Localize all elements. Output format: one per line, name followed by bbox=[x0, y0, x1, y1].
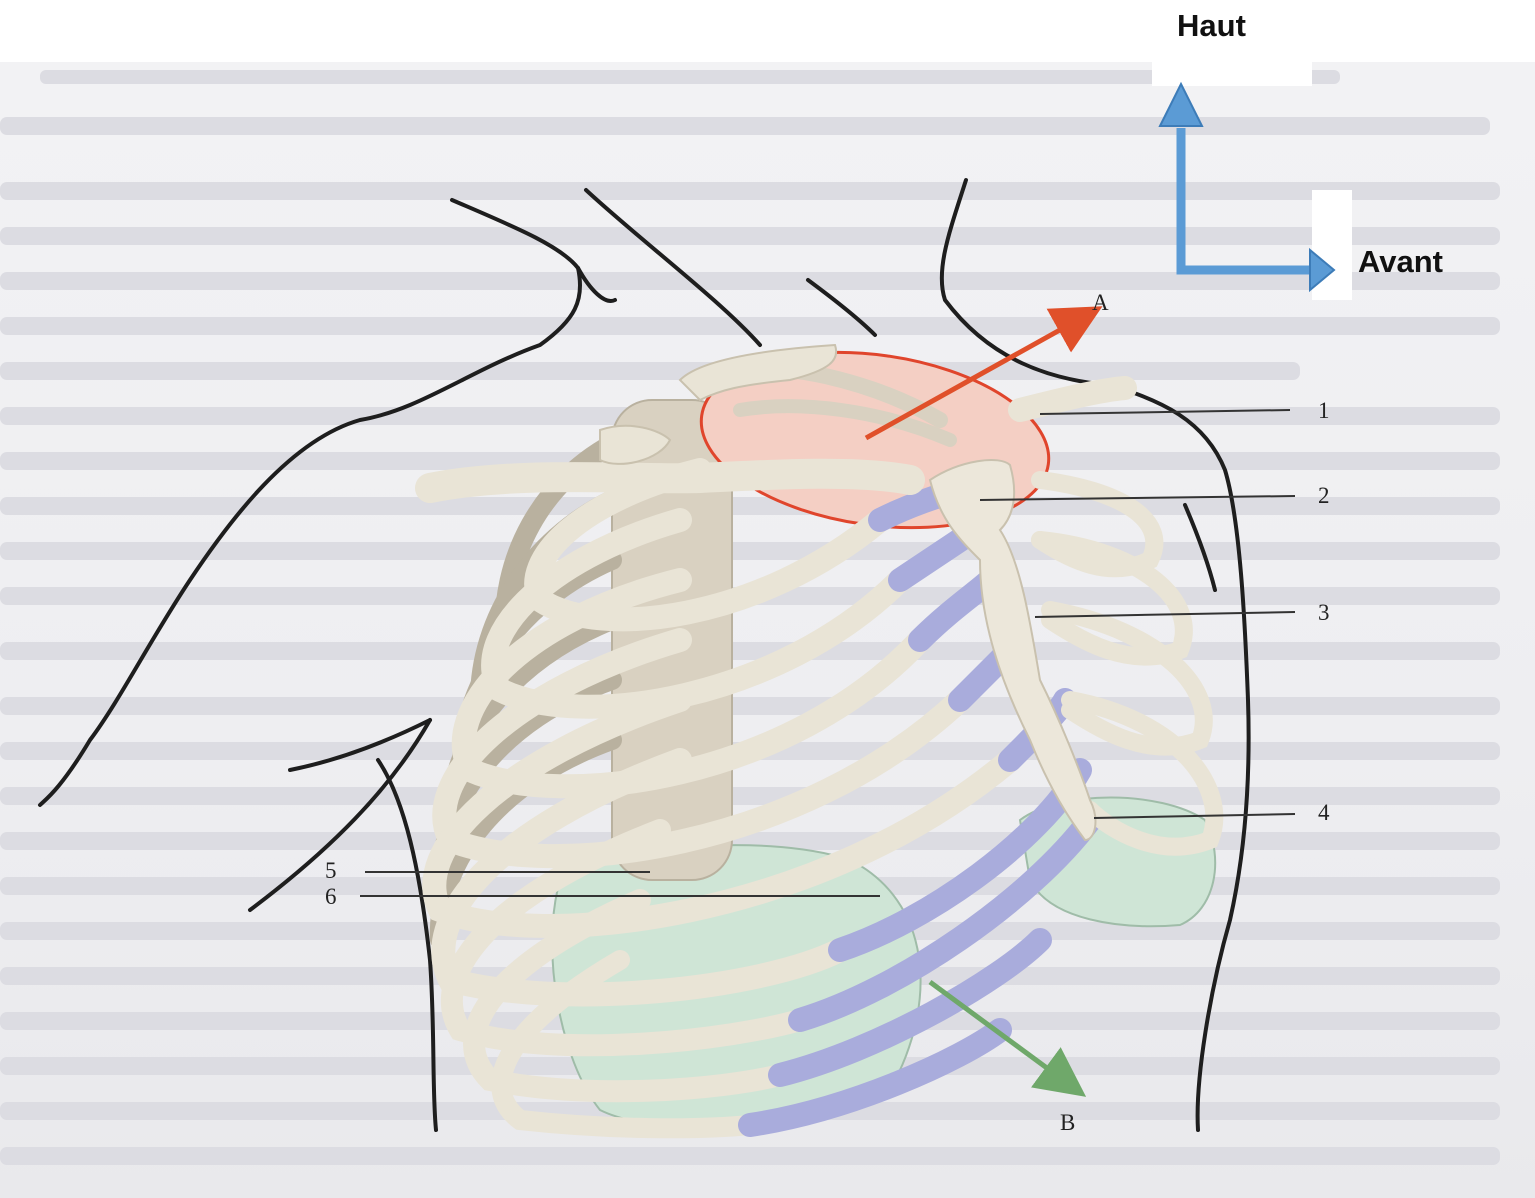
up-arrow-head bbox=[1160, 84, 1202, 126]
forward-direction-label: Avant bbox=[1358, 244, 1443, 280]
callout-5: 5 bbox=[325, 858, 337, 883]
arrow-a-label: A bbox=[1092, 290, 1109, 315]
up-direction-label: Haut bbox=[1177, 8, 1246, 44]
callout-2: 2 bbox=[1318, 483, 1330, 508]
sternum bbox=[930, 460, 1095, 840]
callout-1: 1 bbox=[1318, 398, 1330, 423]
orientation-axes bbox=[1160, 84, 1334, 290]
forward-arrow-head bbox=[1310, 250, 1334, 290]
callout-6: 6 bbox=[325, 884, 337, 909]
callout-3: 3 bbox=[1318, 600, 1330, 625]
arrow-b-label: B bbox=[1060, 1110, 1075, 1135]
callout-4: 4 bbox=[1318, 800, 1330, 825]
